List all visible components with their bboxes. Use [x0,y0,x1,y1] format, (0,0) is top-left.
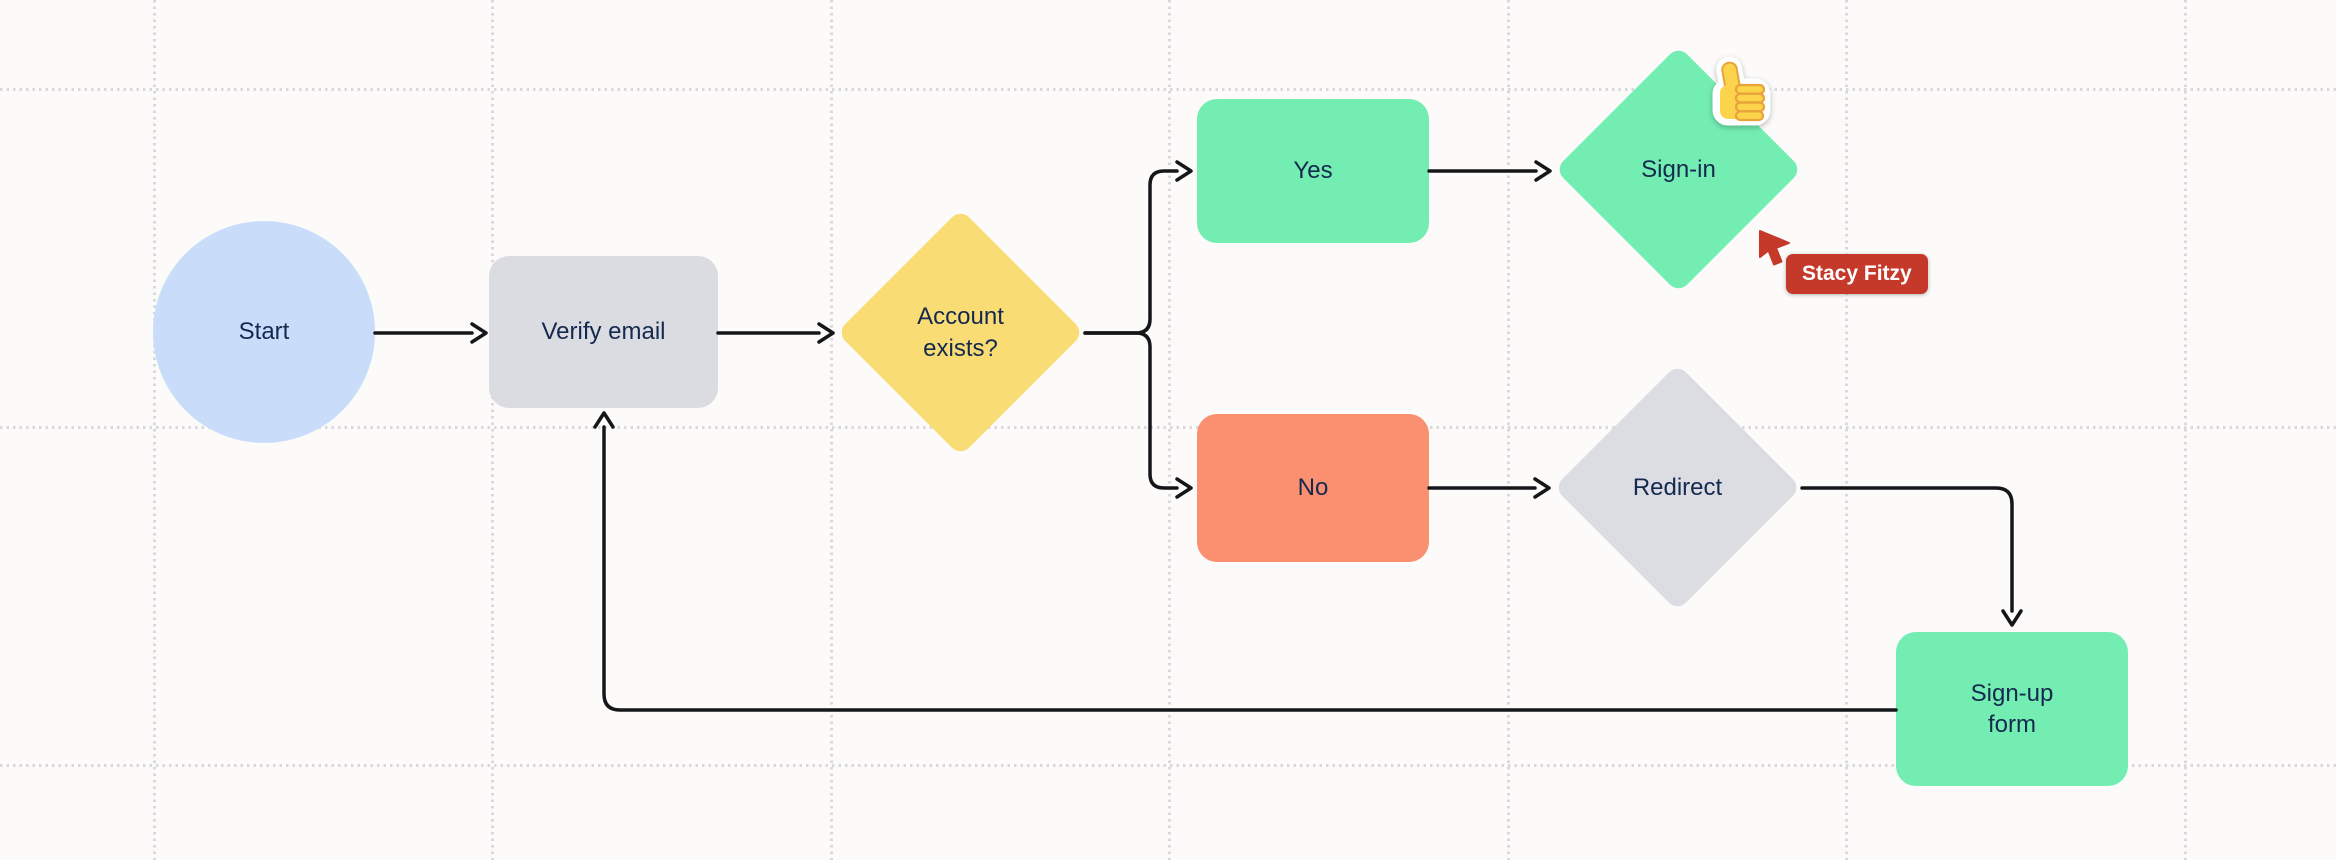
node-redirect[interactable]: Redirect [1553,363,1802,612]
node-no[interactable]: No [1197,414,1429,562]
node-redirect-label: Redirect [1632,473,1723,501]
edge-start-to-verify[interactable] [373,322,488,344]
grid-line-v [1845,0,1848,860]
node-sign-up-form-label: Sign-up form [1970,679,2054,738]
grid-line-v [1168,0,1171,860]
node-sign-up-form[interactable]: Sign-up form [1896,632,2128,786]
node-sign-in[interactable]: Sign-in [1554,45,1803,294]
grid-line-v [2184,0,2187,860]
edge-verify-to-account[interactable] [716,322,835,344]
diamond-label-holder: Sign-in [1591,82,1766,257]
edge-account-to-yes[interactable] [1083,160,1193,335]
edge-redirect-to-sign-up[interactable] [1800,486,2023,627]
edge-account-to-no[interactable] [1083,331,1193,499]
node-yes[interactable]: Yes [1197,99,1429,243]
diamond-label-holder: Redirect [1590,400,1765,575]
edge-no-to-redirect[interactable] [1427,477,1551,499]
node-start-label: Start [238,318,290,346]
collaborator-name-tag: Stacy Fitzy [1786,254,1928,294]
node-no-label: No [1297,474,1329,502]
grid-line-h [0,426,2336,429]
grid-line-h [0,88,2336,91]
diamond-label-holder: Account exists? [873,245,1048,420]
edge-sign-up-to-verify[interactable] [593,411,1898,712]
grid-line-v [830,0,833,860]
node-verify-email-label: Verify email [541,318,666,346]
grid-line-v [1507,0,1510,860]
grid-line-v [491,0,494,860]
node-yes-label: Yes [1293,157,1333,185]
node-start[interactable]: Start [153,221,375,443]
node-account-exists[interactable]: Account exists? [836,208,1085,457]
node-sign-in-label: Sign-in [1641,155,1716,183]
node-account-exists-label: Account exists? [917,303,1004,362]
edge-yes-to-sign-in[interactable] [1427,160,1552,182]
grid-line-v [153,0,156,860]
node-verify-email[interactable]: Verify email [489,256,718,408]
